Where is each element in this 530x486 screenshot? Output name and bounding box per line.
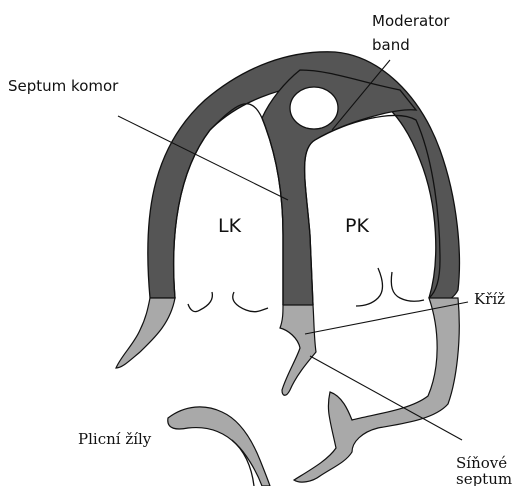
label-pk: PK xyxy=(345,215,369,237)
left-valve-leaflet xyxy=(188,292,212,312)
label-septum-komor: Septum komor xyxy=(8,77,119,95)
moderator-band-oval xyxy=(290,87,338,129)
pulmonary-vein-wall xyxy=(168,407,270,486)
label-moderator-band-line1: Moderator xyxy=(372,12,450,30)
right-inner-leaflet xyxy=(391,272,424,301)
interventricular-septum xyxy=(262,70,416,310)
label-sinove-septum-line2: septum xyxy=(456,470,512,486)
label-moderator-band-line2: band xyxy=(372,36,410,54)
left-inner-leaflet xyxy=(233,292,268,312)
right-valve-leaflet xyxy=(356,268,383,306)
label-plicni-zily: Plicní žíly xyxy=(78,430,152,448)
label-lk: LK xyxy=(218,215,242,237)
right-atrial-wall xyxy=(294,298,459,482)
atrial-walls xyxy=(116,298,459,486)
left-atrial-wall xyxy=(116,298,175,368)
atrial-septum xyxy=(280,305,316,395)
label-kriz: Kříž xyxy=(474,290,505,308)
